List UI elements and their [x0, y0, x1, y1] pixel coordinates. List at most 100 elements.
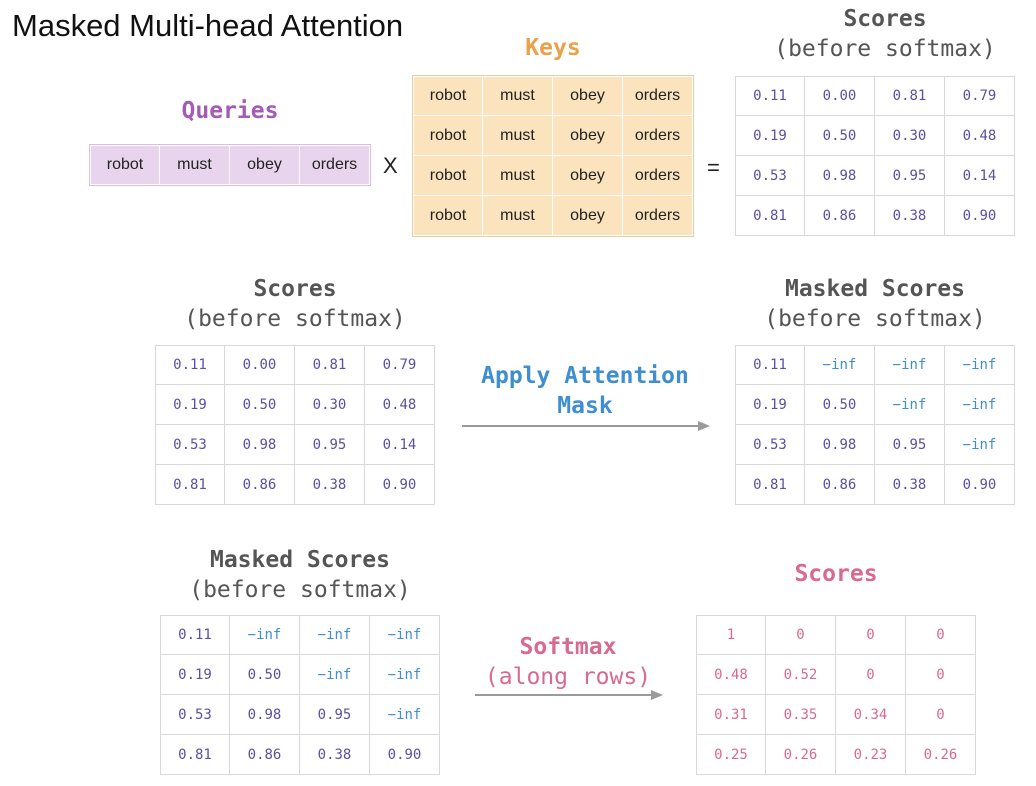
apply-mask-label-line1: Apply Attention [481, 363, 689, 389]
softmax-label-line1: Softmax [519, 634, 617, 660]
final-score-cell: 0.52 [766, 655, 836, 695]
score-cell: 0.14 [945, 156, 1015, 196]
scores-label-row1-title: Scores [843, 6, 927, 32]
score-cell: 0.86 [805, 196, 875, 236]
score-cell: 0.14 [365, 425, 435, 465]
masked-score-cell: −inf [370, 695, 440, 735]
masked-score-cell: 0.50 [230, 655, 300, 695]
key-cell: must [483, 116, 553, 156]
key-cell: robot [413, 196, 483, 236]
score-cell: 0.11 [155, 345, 225, 385]
masked-score-cell: 0.81 [160, 735, 230, 775]
score-cell: 0.79 [365, 345, 435, 385]
masked-score-cell: −inf [945, 345, 1015, 385]
final-score-cell: 0.25 [696, 735, 766, 775]
masked-score-cell: 0.50 [805, 385, 875, 425]
masked-score-cell: 0.86 [230, 735, 300, 775]
masked-score-cell: 0.90 [945, 465, 1015, 505]
query-cell: orders [300, 145, 370, 185]
score-cell: 0.38 [295, 465, 365, 505]
score-cell: 0.11 [735, 76, 805, 116]
scores-label-row1: Scores (before softmax) [735, 4, 1035, 64]
masked-score-cell: 0.98 [230, 695, 300, 735]
score-cell: 0.98 [225, 425, 295, 465]
key-cell: obey [553, 76, 623, 116]
masked-score-cell: −inf [370, 615, 440, 655]
score-cell: 0.53 [155, 425, 225, 465]
scores-label-row2-subtitle: (before softmax) [184, 306, 406, 332]
masked-score-cell: −inf [300, 615, 370, 655]
masked-score-cell: 0.53 [735, 425, 805, 465]
masked-score-cell: −inf [875, 345, 945, 385]
query-cell: must [160, 145, 230, 185]
masked-score-cell: −inf [945, 385, 1015, 425]
score-cell: 0.53 [735, 156, 805, 196]
masked-scores-label-row3-subtitle: (before softmax) [189, 577, 411, 603]
masked-score-cell: 0.95 [300, 695, 370, 735]
score-cell: 0.79 [945, 76, 1015, 116]
masked-score-cell: 0.19 [160, 655, 230, 695]
score-cell: 0.90 [945, 196, 1015, 236]
score-cell: 0.19 [735, 116, 805, 156]
score-cell: 0.86 [225, 465, 295, 505]
final-score-cell: 0 [766, 615, 836, 655]
final-score-cell: 0.34 [836, 695, 906, 735]
masked-score-cell: 0.53 [160, 695, 230, 735]
score-cell: 0.81 [295, 345, 365, 385]
masked-scores-label-row2-subtitle: (before softmax) [764, 306, 986, 332]
key-cell: must [483, 76, 553, 116]
score-cell: 0.98 [805, 156, 875, 196]
key-cell: orders [623, 116, 693, 156]
masked-scores-label-row2-title: Masked Scores [784, 276, 965, 302]
masked-score-cell: 0.86 [805, 465, 875, 505]
key-cell: obey [553, 196, 623, 236]
apply-mask-arrow [462, 421, 710, 431]
score-cell: 0.48 [365, 385, 435, 425]
scores-label-row2: Scores (before softmax) [145, 274, 445, 334]
masked-score-cell: 0.90 [370, 735, 440, 775]
masked-score-cell: 0.38 [300, 735, 370, 775]
equals-operator: = [707, 155, 720, 180]
masked-score-cell: 0.19 [735, 385, 805, 425]
query-cell: robot [90, 145, 160, 185]
masked-score-cell: −inf [300, 655, 370, 695]
multiply-operator: X [383, 153, 398, 178]
masked-scores-label-row3-title: Masked Scores [209, 547, 390, 573]
apply-mask-label: Apply Attention Mask [455, 361, 715, 421]
queries-label: Queries [90, 96, 370, 126]
queries-label-text: Queries [181, 98, 279, 124]
score-cell: 0.81 [875, 76, 945, 116]
keys-label-text: Keys [525, 35, 581, 61]
score-cell: 0.81 [735, 196, 805, 236]
key-cell: obey [553, 116, 623, 156]
final-score-cell: 0 [906, 655, 976, 695]
score-cell: 0.95 [875, 156, 945, 196]
key-cell: obey [553, 156, 623, 196]
scores-label-row1-subtitle: (before softmax) [774, 36, 996, 62]
score-cell: 0.19 [155, 385, 225, 425]
apply-mask-label-line2: Mask [557, 393, 613, 419]
masked-scores-label-row3: Masked Scores (before softmax) [150, 545, 450, 605]
final-score-cell: 0.26 [766, 735, 836, 775]
key-cell: orders [623, 76, 693, 116]
score-cell: 0.50 [225, 385, 295, 425]
key-cell: must [483, 196, 553, 236]
final-score-cell: 1 [696, 615, 766, 655]
final-score-cell: 0.48 [696, 655, 766, 695]
final-score-cell: 0.31 [696, 695, 766, 735]
final-score-cell: 0 [906, 615, 976, 655]
score-cell: 0.38 [875, 196, 945, 236]
masked-score-cell: −inf [945, 425, 1015, 465]
key-cell: robot [413, 76, 483, 116]
final-scores-label-text: Scores [794, 561, 878, 587]
key-cell: must [483, 156, 553, 196]
masked-score-cell: 0.11 [735, 345, 805, 385]
key-cell: orders [623, 196, 693, 236]
masked-score-cell: 0.38 [875, 465, 945, 505]
masked-score-cell: −inf [230, 615, 300, 655]
